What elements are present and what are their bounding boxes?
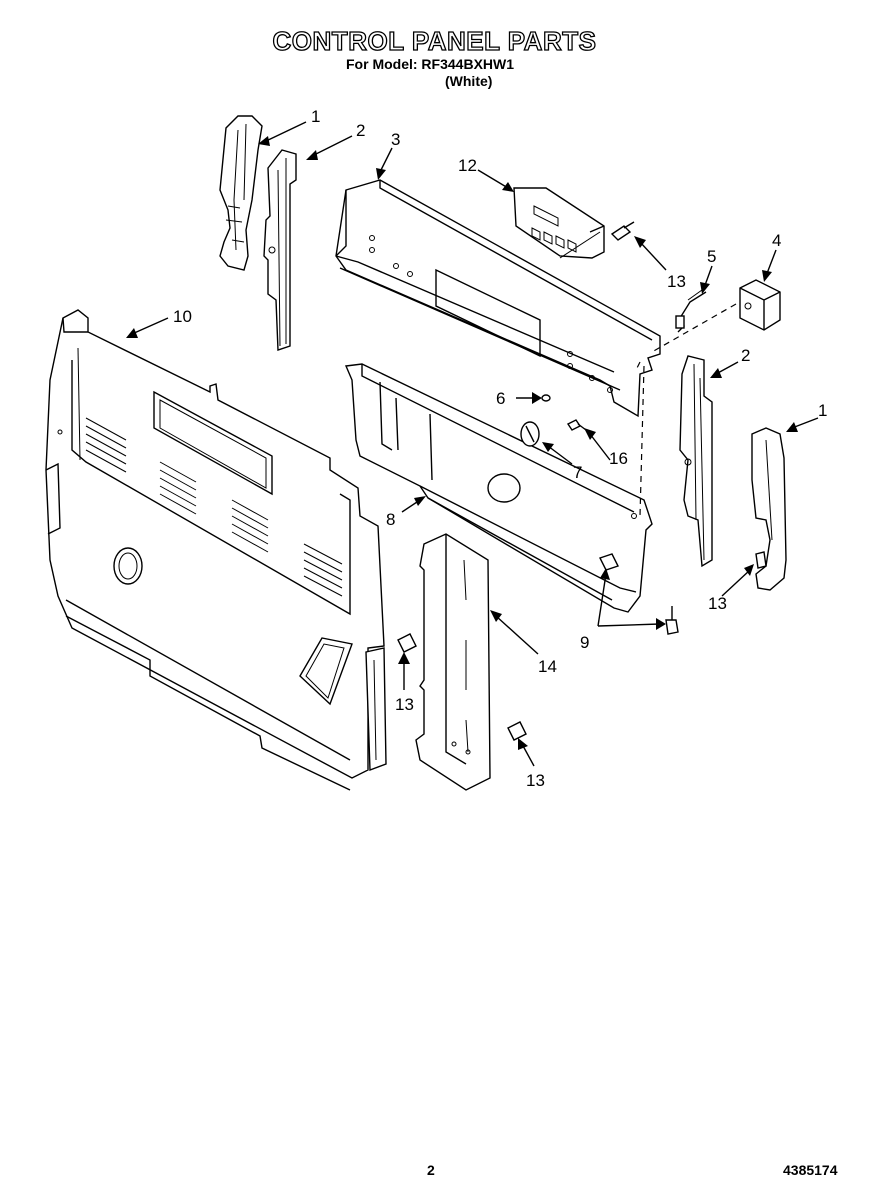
callout-1-left: 1: [311, 107, 320, 126]
callout-14: 14: [538, 657, 557, 676]
part-9-screw-upper: [599, 553, 619, 571]
callout-2-right: 2: [741, 346, 750, 365]
callout-3: 3: [391, 130, 400, 149]
callout-labels: 1 2 3 12 13 5 4 10 2 1 6 16 7 8 13 9 14 …: [173, 107, 827, 790]
part-6-screw: [541, 394, 551, 402]
callout-5: 5: [707, 247, 716, 266]
callout-4: 4: [772, 231, 781, 250]
part-13-screw-right: [755, 551, 767, 569]
callout-13-bottom: 13: [526, 771, 545, 790]
callout-1-right: 1: [818, 401, 827, 420]
part-1-right-end-cap: [751, 427, 787, 591]
part-13-screw-bottom: [507, 721, 527, 741]
part-13-screw-top: [610, 221, 635, 241]
part-9-screw-lower: [665, 606, 679, 635]
callout-16: 16: [609, 449, 628, 468]
part-1-left-end-cap: [219, 115, 263, 271]
callout-8: 8: [386, 510, 395, 529]
callout-13-left: 13: [395, 695, 414, 714]
page-number: 2: [427, 1162, 435, 1178]
leader-lines: [126, 121, 819, 767]
side-mounting-strip: [365, 647, 387, 771]
callout-12: 12: [458, 156, 477, 175]
part-7-knob: [520, 421, 540, 447]
part-8-panel-support: [344, 363, 653, 613]
part-4-switch: [635, 279, 781, 371]
callout-6: 6: [496, 389, 505, 408]
vent-slots: [85, 417, 343, 597]
part-16-screw: [566, 419, 587, 431]
part-2-left-bracket: [263, 149, 297, 351]
document-number: 4385174: [783, 1162, 838, 1178]
part-12-electronic-display: [513, 187, 605, 259]
color-line: (White): [445, 73, 493, 89]
part-5-wire: [675, 289, 707, 333]
callout-13-right: 13: [708, 594, 727, 613]
callout-10: 10: [173, 307, 192, 326]
part-14-cover: [415, 533, 491, 791]
part-3-control-panel: [335, 179, 661, 418]
part-10-rear-panel: [45, 309, 385, 791]
part-2-right-bracket: [679, 355, 713, 568]
callout-2-left: 2: [356, 121, 365, 140]
callout-9: 9: [580, 633, 589, 652]
callout-7: 7: [573, 463, 582, 482]
page-title: CONTROL PANEL PARTS: [272, 25, 597, 56]
callout-13-top: 13: [667, 272, 686, 291]
model-line: For Model: RF344BXHW1: [346, 56, 515, 72]
part-13-screw-left: [397, 633, 417, 653]
